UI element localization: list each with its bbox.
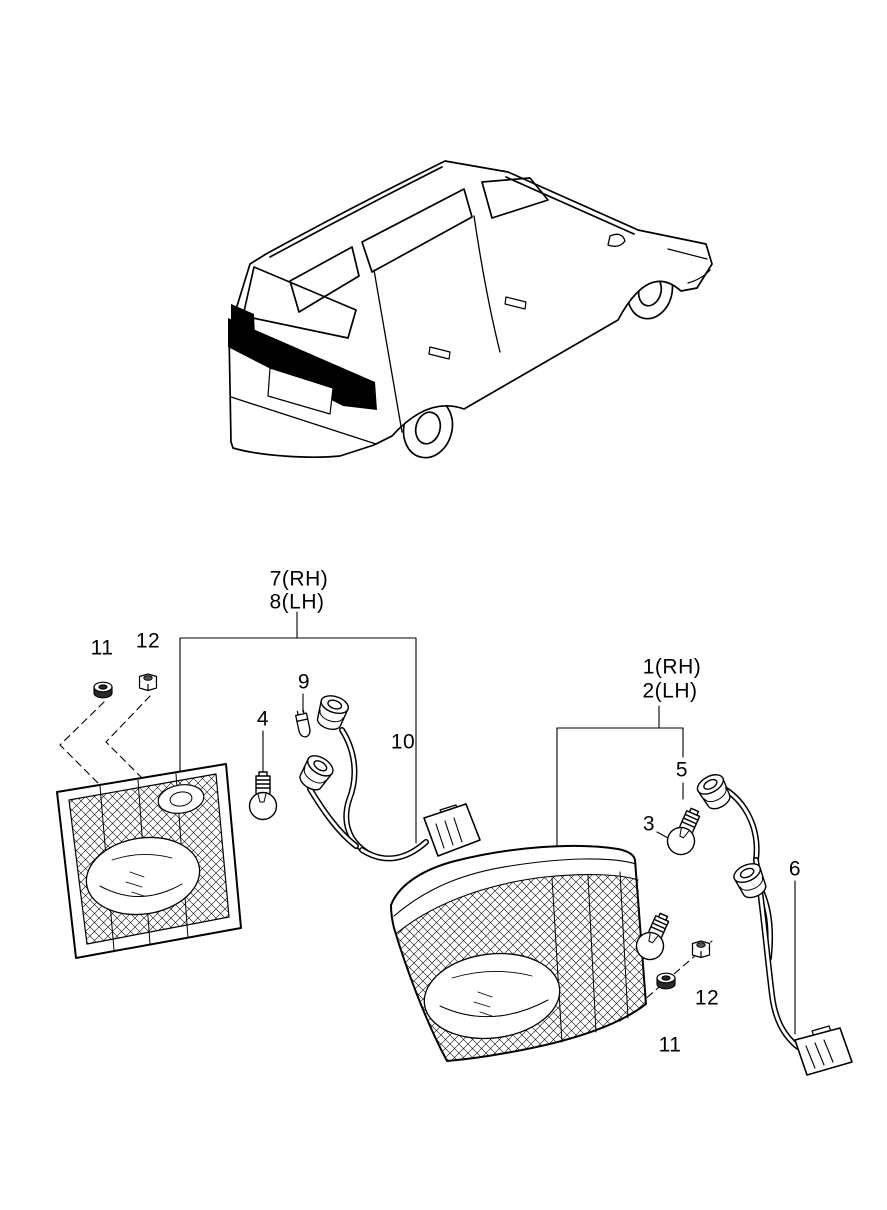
front-door-seam [473, 215, 501, 353]
dashed-leader-11 [59, 701, 105, 785]
callout-9: 9 [297, 670, 311, 694]
inner-lamp-body [56, 763, 242, 959]
callout-8-lh: 8(LH) [269, 590, 325, 614]
callout-11-outer: 11 [658, 1033, 682, 1057]
outer-harness-connector [794, 1025, 853, 1076]
bulb-socket-upper [312, 691, 352, 734]
grommet-11-outer [656, 972, 676, 990]
callout-12-inner: 12 [135, 629, 161, 653]
callout-7-rh: 7(RH) [269, 567, 329, 591]
bracket-7-8 [179, 611, 417, 844]
nut-12-outer [691, 940, 711, 959]
callout-11-inner: 11 [90, 636, 114, 660]
inner-lamp-socket-hole [157, 784, 205, 814]
license-plate-recess [267, 367, 334, 415]
inner-lamp-harness-wires [307, 727, 429, 862]
front-door-handle [504, 296, 527, 310]
callout-6: 6 [788, 857, 802, 881]
inner-lamp-lens [85, 836, 201, 916]
inner-lamp-assembly-drawing [56, 611, 481, 959]
inner-harness-connector [423, 803, 481, 857]
sliding-door-window [361, 188, 473, 273]
front-detail-lines [667, 248, 711, 284]
sliding-door-handle [428, 346, 451, 360]
callout-12-outer: 12 [694, 986, 720, 1010]
outer-lamp-harness-wires [709, 780, 801, 1050]
rear-bumper-line [230, 396, 377, 445]
leader-3 [656, 831, 669, 839]
bulb-3 [662, 803, 708, 860]
bulb-socket-5 [693, 770, 736, 814]
callout-10: 10 [390, 730, 416, 754]
quarter-window [289, 246, 360, 313]
roof-inner-line [269, 166, 443, 258]
inner-lamp-leader-lines [59, 611, 417, 844]
outer-lamp-body [390, 844, 647, 1062]
bulb-4 [248, 771, 278, 821]
callout-2-lh: 2(LH) [642, 679, 698, 703]
callout-3: 3 [642, 812, 656, 836]
front-door-window [481, 177, 549, 219]
rear-window [242, 266, 357, 339]
nut-12-inner [138, 673, 158, 692]
vehicle-drawing [228, 160, 713, 459]
dashed-leader-12 [105, 695, 151, 779]
bracket-1-2 [556, 705, 684, 846]
outer-lamp-assembly-drawing [390, 705, 853, 1076]
grommet-11-inner [93, 681, 113, 699]
windshield-line [505, 176, 635, 235]
tail-lamp-highlight-band [228, 318, 377, 410]
callout-5: 5 [675, 758, 689, 782]
side-mirror [607, 233, 626, 247]
tail-lamp-highlight-left [231, 304, 255, 337]
callout-1-rh: 1(RH) [642, 655, 702, 679]
callout-4: 4 [256, 707, 270, 731]
bulb-socket-lower [294, 750, 338, 796]
sliding-door-seam [373, 269, 403, 433]
bulb-9 [294, 709, 312, 739]
